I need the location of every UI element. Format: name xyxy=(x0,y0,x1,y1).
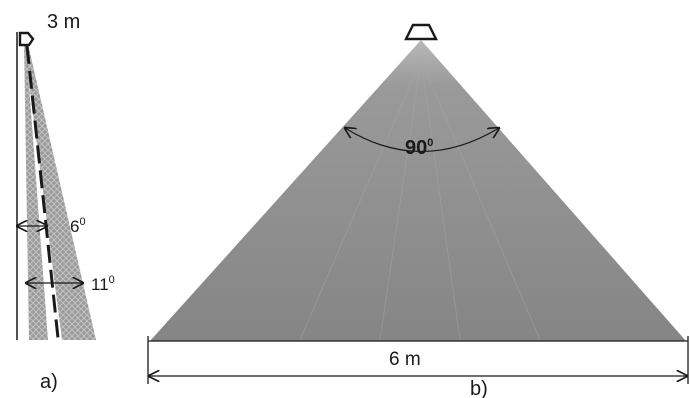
wide-beam xyxy=(24,44,96,340)
angle-label: 900 xyxy=(405,137,433,159)
angle-arc xyxy=(345,128,499,153)
panel-a: 3 m 60 110 a) xyxy=(17,11,115,393)
narrow-beam xyxy=(24,44,48,340)
width-label: 6 m xyxy=(389,349,421,370)
wide-angle-label: 110 xyxy=(91,274,115,294)
caption-b: b) xyxy=(470,378,488,398)
beam-cone xyxy=(150,40,686,341)
lamp-icon xyxy=(404,23,438,41)
height-label: 3 m xyxy=(47,11,80,33)
narrow-angle-label: 60 xyxy=(70,216,86,236)
panel-b: 900 6 m b) xyxy=(147,23,689,398)
caption-a: a) xyxy=(40,371,58,393)
lamp-icon xyxy=(18,31,35,47)
beam-streaks xyxy=(299,59,541,341)
